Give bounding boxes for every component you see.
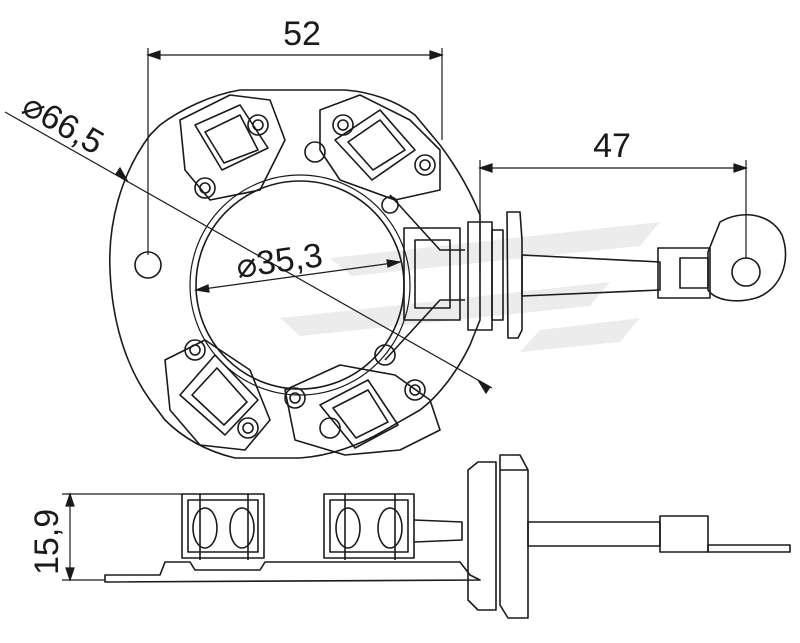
brush-holder-bottom-left bbox=[164, 339, 271, 451]
brush-holder-top-right bbox=[304, 94, 441, 214]
ring-terminal bbox=[707, 214, 787, 302]
dimension-terminal-length-label: 47 bbox=[593, 127, 631, 165]
terminal-rod bbox=[521, 254, 661, 297]
connector-shield bbox=[506, 211, 523, 339]
dimension-inner-diameter-label: ⌀35,3 bbox=[234, 236, 325, 286]
top-view bbox=[108, 89, 787, 459]
side-brush-holder-right bbox=[323, 493, 415, 560]
dimension-width bbox=[146, 48, 444, 255]
side-brush-holder-left bbox=[181, 493, 265, 560]
side-view bbox=[104, 454, 791, 619]
brush-holder-bottom-right bbox=[284, 344, 441, 456]
inner-opening-edge bbox=[189, 174, 411, 396]
inner-opening bbox=[195, 180, 405, 390]
lead-wire-upper bbox=[389, 194, 465, 251]
dimension-height bbox=[62, 492, 182, 582]
watermark-logo bbox=[280, 222, 660, 352]
side-terminal-rod bbox=[527, 521, 661, 547]
dimension-width-label: 52 bbox=[283, 15, 321, 53]
ring-terminal-hole bbox=[731, 257, 761, 287]
dimension-height-label: 15,9 bbox=[28, 509, 66, 575]
lead-wire-lower bbox=[384, 299, 465, 361]
outer-plate bbox=[108, 89, 481, 459]
connector-flange bbox=[467, 221, 493, 331]
dimension-terminal-length bbox=[478, 160, 748, 272]
terminal-crimp bbox=[657, 247, 711, 299]
dimension-outer-diameter-label: ⌀66,5 bbox=[16, 86, 110, 162]
terminal-block bbox=[403, 227, 461, 321]
side-connector bbox=[467, 461, 497, 611]
side-terminal-crimp bbox=[659, 515, 709, 553]
brush-holder-top-left bbox=[179, 94, 286, 201]
dimension-outer-diameter bbox=[4, 111, 493, 395]
side-base-plate bbox=[104, 561, 481, 583]
dimension-inner-diameter bbox=[193, 259, 403, 293]
side-ring-terminal bbox=[707, 544, 791, 553]
mounting-hole-left bbox=[134, 251, 162, 279]
